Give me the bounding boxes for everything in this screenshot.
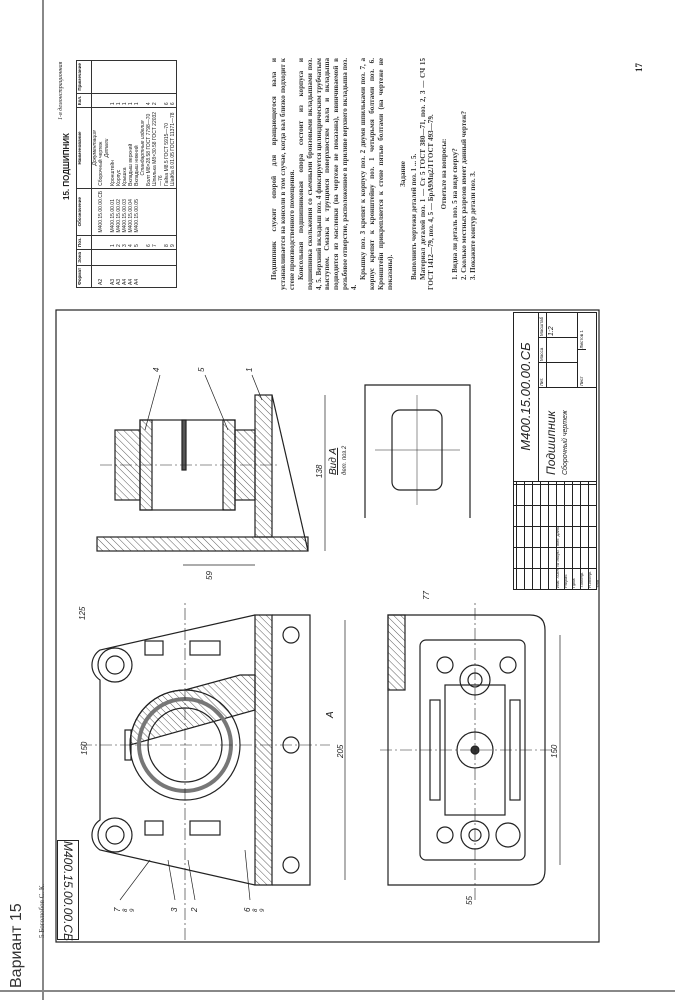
role-ncontrol: Н.контр. <box>587 571 592 588</box>
leader-9a: 9 <box>130 908 136 912</box>
plan-view <box>344 600 561 900</box>
front-section-view <box>80 600 330 940</box>
dim-59: 59 <box>205 571 214 580</box>
leader-4: 4 <box>152 367 161 372</box>
change-grid: Изм. Лист № докум. Подп. Дата Разраб. Пр… <box>514 482 600 589</box>
view-arrow-label: А <box>325 711 336 718</box>
view-a-label: Вид А <box>328 447 339 475</box>
role-tcontrol: Т.контр. <box>579 571 584 588</box>
document-type: Сборочный чертеж <box>562 410 569 475</box>
title-block: Изм. Лист № докум. Подп. Дата Разраб. Пр… <box>513 312 600 590</box>
role-developer: Разраб. <box>563 573 568 588</box>
description-text: Подшипник служит опорой для вращающегося… <box>270 58 478 290</box>
role-checker: Пров. <box>571 577 576 588</box>
task-heading: Задание <box>398 161 407 187</box>
spec-subtitle: 1-я демонстрационная <box>58 61 64 120</box>
leader-8b: 8 <box>253 908 259 912</box>
drawing-code: М400.15.00.00.СБ <box>514 312 539 482</box>
leader-9b: 9 <box>260 908 266 912</box>
dim-205: 205 <box>336 744 345 758</box>
dim-138: 138 <box>315 464 324 478</box>
dim-150-plan: 150 <box>550 744 559 758</box>
questions-heading: Ответьте на вопросы: <box>440 138 449 210</box>
code-stamp: М400.15.00.00.СБ <box>57 840 79 941</box>
role-approved: Утв. <box>595 578 600 588</box>
page-number: 17 <box>634 63 644 72</box>
change-labels: Изм. Лист № докум. Подп. Дата <box>555 525 560 588</box>
leader-3: 3 <box>170 907 179 912</box>
view-a-sub: дет. поз.2 <box>342 445 348 475</box>
leader-5: 5 <box>197 367 206 372</box>
dim-55: 55 <box>465 896 474 905</box>
dim-77: 77 <box>422 591 431 600</box>
dim-150-left: 150 <box>80 741 89 755</box>
leader-1: 1 <box>245 367 254 372</box>
code-stamp-text: М400.15.00.00.СБ <box>61 841 75 941</box>
product-name: Подшипник <box>544 410 558 475</box>
side-section-view <box>96 394 326 566</box>
leader-8a: 8 <box>123 908 129 912</box>
leader-6: 6 <box>243 907 252 912</box>
leader-2: 2 <box>190 907 199 912</box>
drawing-frame <box>55 309 600 943</box>
dim-125: 125 <box>78 606 87 620</box>
leader-7: 7 <box>113 907 122 912</box>
scale-value: 1:2 <box>547 312 577 337</box>
leader-lines <box>119 374 263 901</box>
spec-title: 15. ПОДШИПНИК <box>62 133 71 200</box>
view-a <box>364 384 471 518</box>
